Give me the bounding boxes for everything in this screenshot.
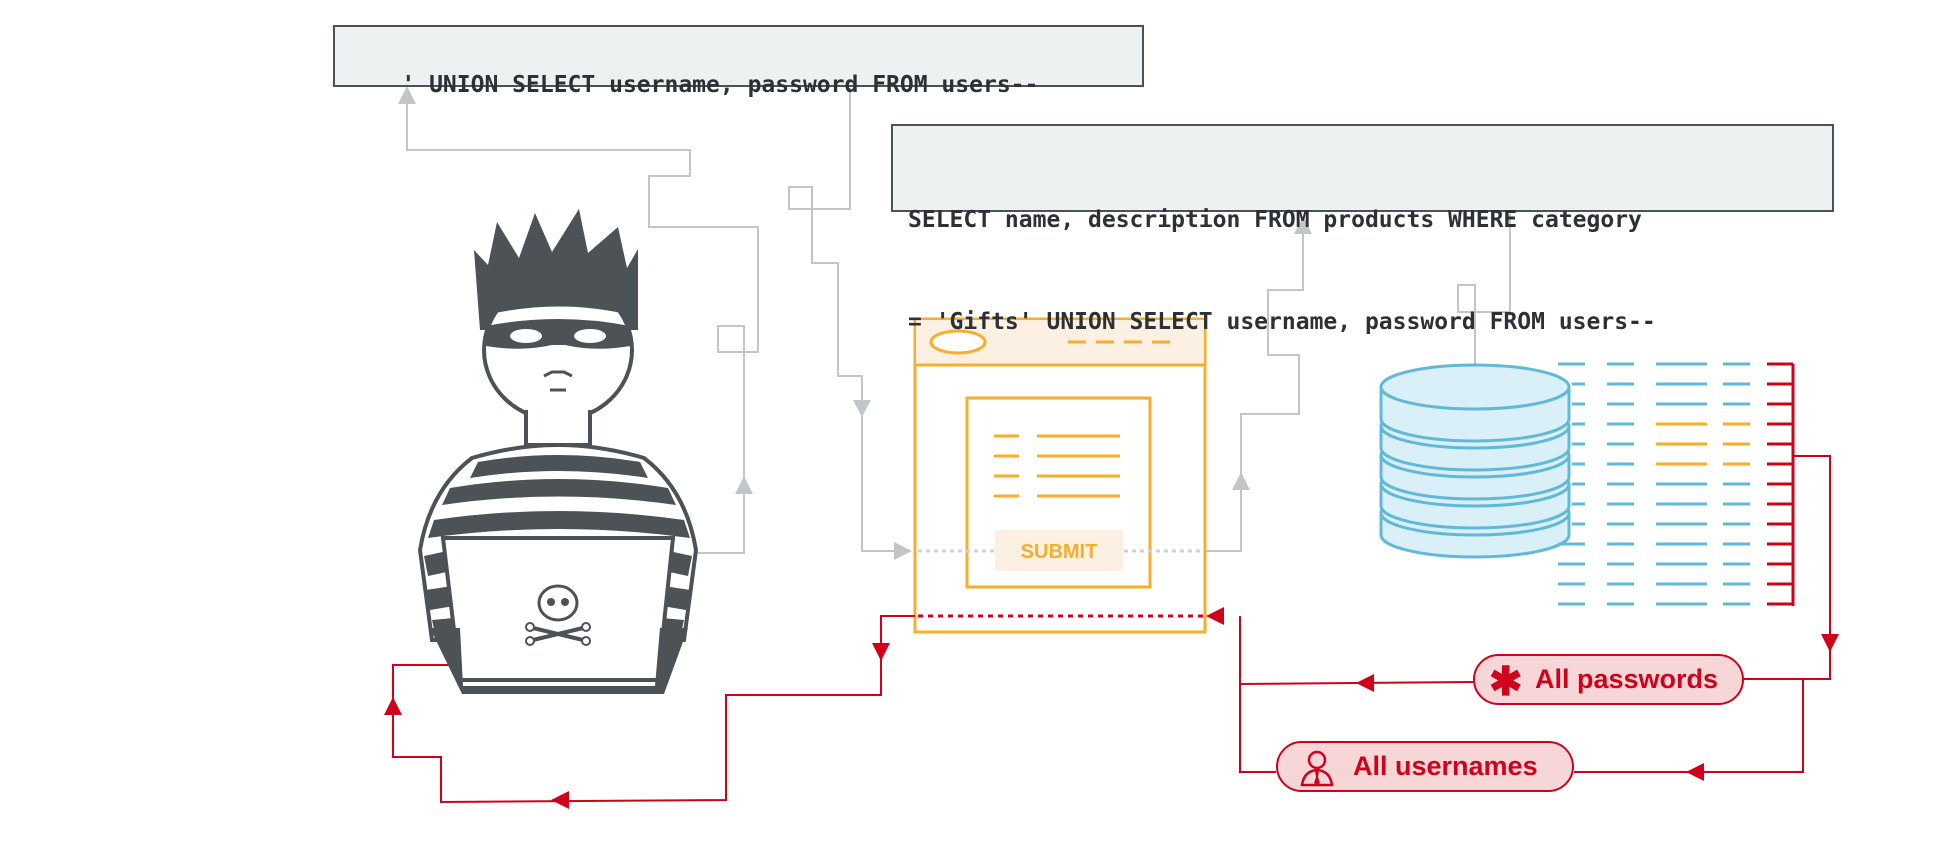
submit-label: SUBMIT (1021, 541, 1098, 563)
flow-payload-to-submit (788, 88, 900, 552)
database-icon (1379, 363, 1571, 559)
all-passwords-pill: ✱ All passwords (1473, 654, 1744, 705)
arrow-left-usernames (1686, 763, 1704, 781)
result-bracket (1767, 362, 1795, 606)
arrow-up-laptop-line (735, 476, 753, 494)
arrow-down-results (1821, 634, 1839, 652)
arrow-left-passwords (1356, 674, 1374, 692)
query-line-2: = 'Gifts' UNION SELECT username, passwor… (908, 309, 1656, 335)
injection-payload-box: ' UNION SELECT username, password FROM u… (333, 25, 1144, 98)
flow-database-to-results (392, 455, 1831, 804)
resulting-query-box: SELECT name, description FROM products W… (891, 124, 1834, 335)
query-line-1: SELECT name, description FROM products W… (908, 207, 1642, 233)
all-usernames-pill: All usernames (1276, 741, 1574, 792)
browser-window: SUBMIT (913, 317, 1207, 634)
form-lines (994, 434, 1120, 498)
asterisk-icon: ✱ (1489, 660, 1523, 704)
flow-query-to-database (1457, 214, 1511, 372)
database-table-rows (1558, 362, 1750, 606)
browser-tab-icon (929, 329, 987, 355)
user-icon (1300, 750, 1334, 787)
arrow-left-return (551, 791, 569, 809)
arrow-down-browser-out (872, 643, 890, 661)
arrow-right-submit (894, 542, 912, 560)
submit-button[interactable]: SUBMIT (995, 530, 1123, 571)
arrow-left-browser (1206, 607, 1224, 625)
arrow-up-payload (398, 86, 416, 104)
laptop-skull-icon (430, 536, 688, 694)
all-usernames-label: All usernames (1353, 751, 1538, 781)
arrow-down-payload-line (853, 400, 871, 417)
arrow-up-submit-line (1232, 472, 1250, 490)
flow-laptop-to-payload (406, 100, 759, 554)
flow-submit-to-query (1205, 225, 1304, 552)
arrow-up-attacker (384, 697, 402, 715)
arrow-up-query (1294, 216, 1312, 234)
injection-payload-text: ' UNION SELECT username, password FROM u… (401, 72, 1039, 98)
all-passwords-label: All passwords (1535, 664, 1719, 694)
